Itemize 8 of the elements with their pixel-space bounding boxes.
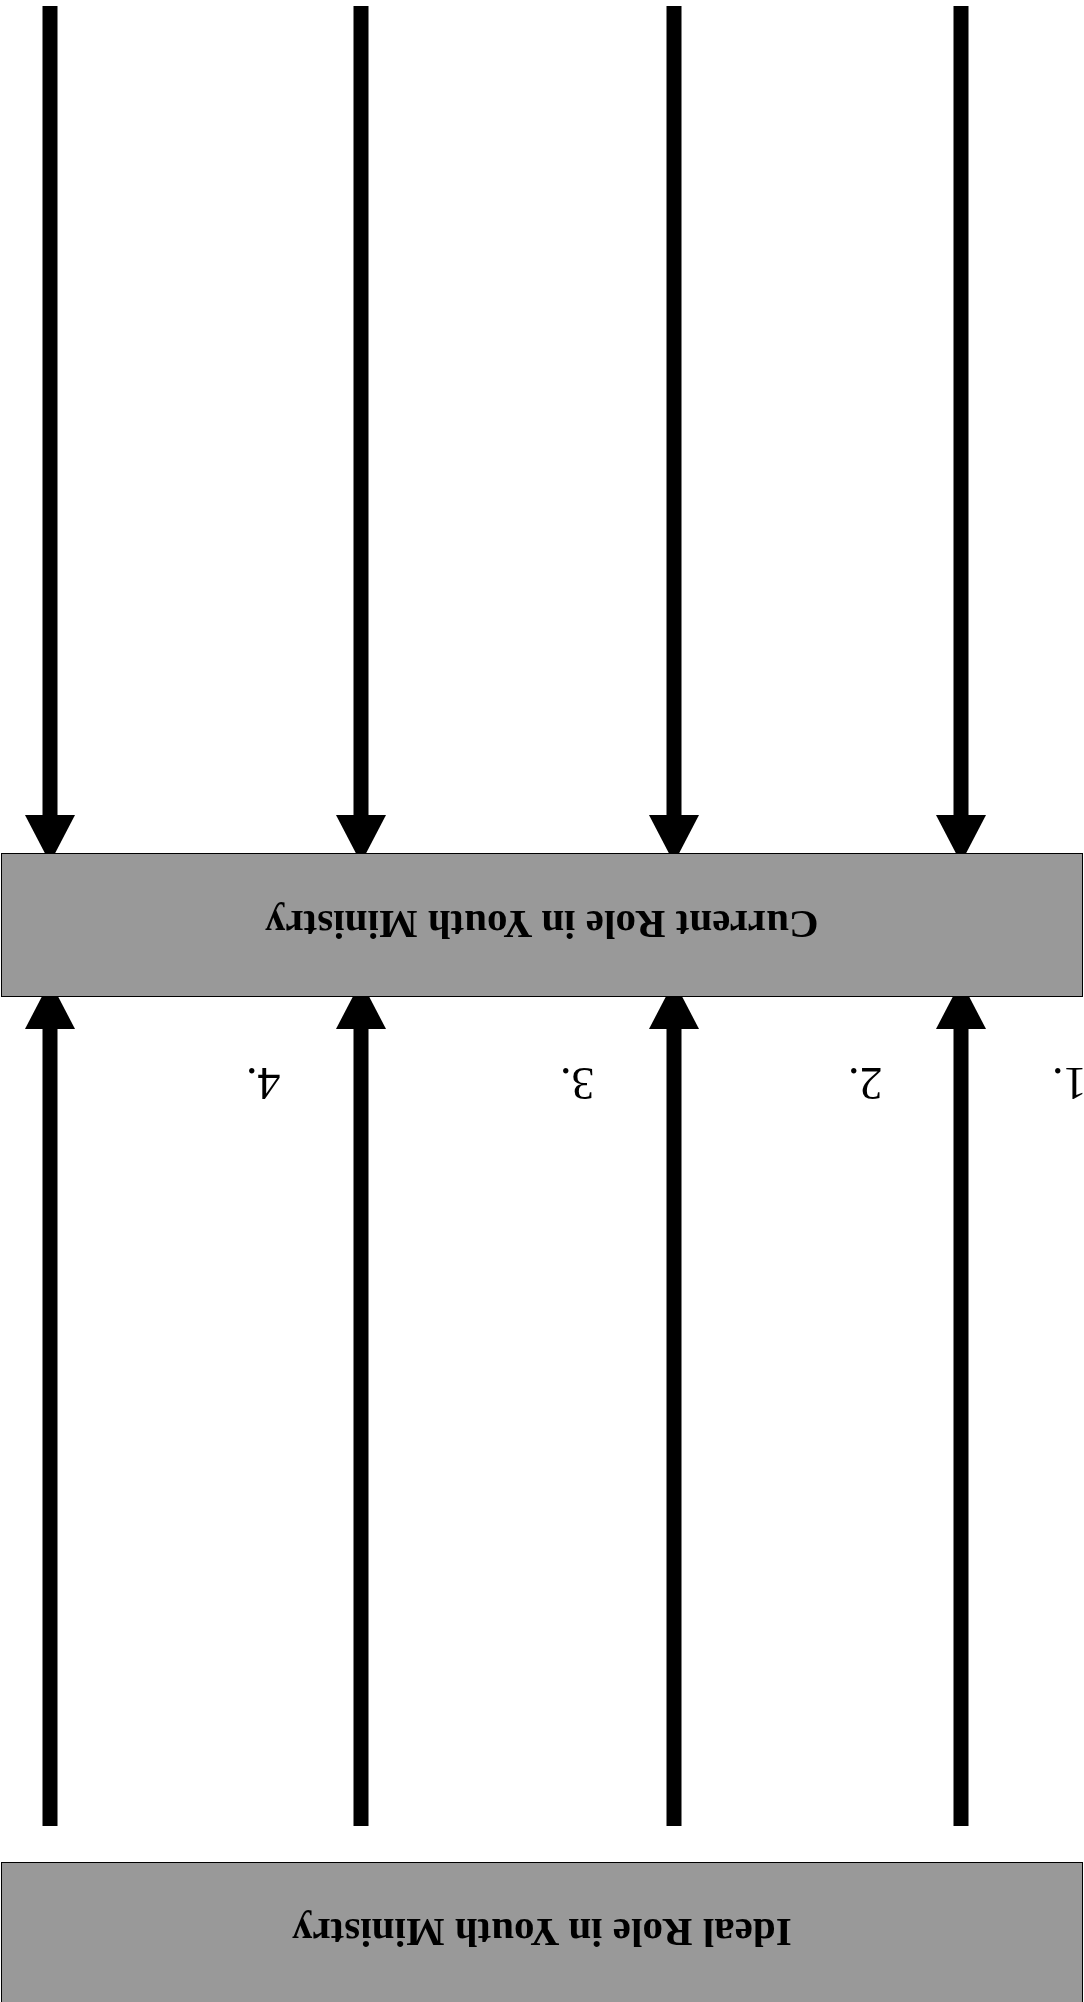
item-number: 4. — [246, 1060, 281, 1106]
item-number: 1. — [1052, 1060, 1084, 1106]
item-number: 3. — [560, 1060, 595, 1106]
role-box — [1, 1862, 1083, 2002]
item-number: 2. — [848, 1060, 883, 1106]
role-title: Ideal Role in Youth Ministry — [292, 1909, 792, 1957]
role-box — [1, 853, 1083, 997]
role-title: Current Role in Youth Ministry — [265, 901, 819, 949]
